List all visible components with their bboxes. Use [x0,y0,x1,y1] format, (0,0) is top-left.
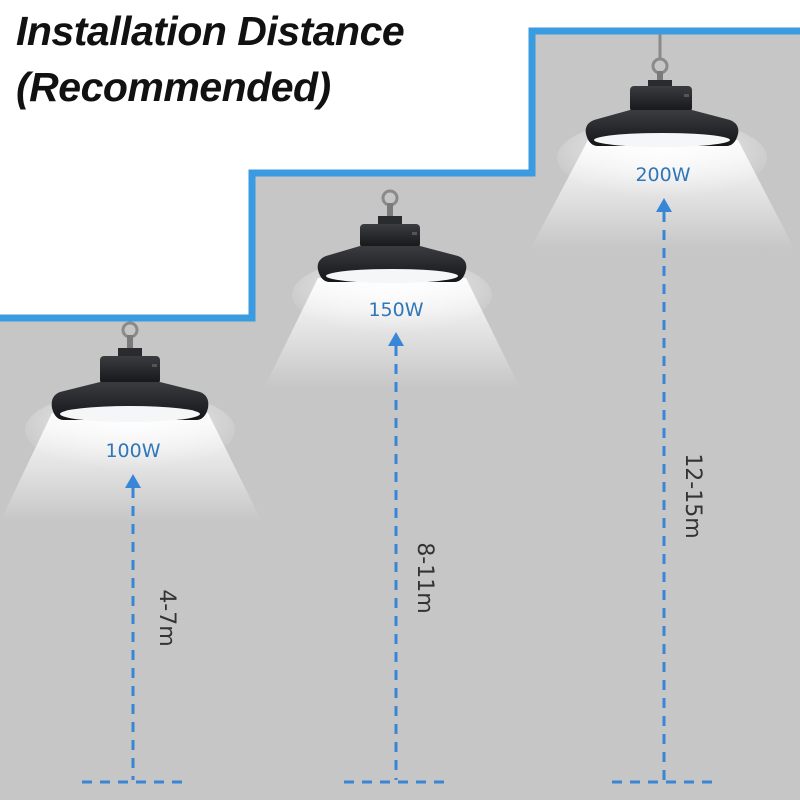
page-subtitle: (Recommended) [16,64,331,110]
distance-label: 8-11m [412,542,437,613]
wattage-label: 200W [635,164,690,186]
ufo-high-bay-lamp-icon [51,321,209,422]
ceiling-step-line [0,27,800,322]
wattage-label: 100W [105,440,160,462]
wattage-label: 150W [368,299,423,321]
page-title: Installation Distance [16,8,405,54]
arrow-up-icon [125,474,141,780]
ufo-high-bay-lamp-icon [585,34,739,147]
lamp-group-200w: 200W 12-15m [530,34,795,784]
lamp-group-150w: 150W 8-11m [264,189,520,784]
lamp-group-100w: 100W 4-7m [0,321,262,784]
ufo-high-bay-lamp-icon [317,189,467,283]
arrow-up-icon [388,332,404,780]
distance-label: 12-15m [680,453,705,538]
arrow-up-icon [656,198,672,780]
distance-label: 4-7m [154,589,179,646]
